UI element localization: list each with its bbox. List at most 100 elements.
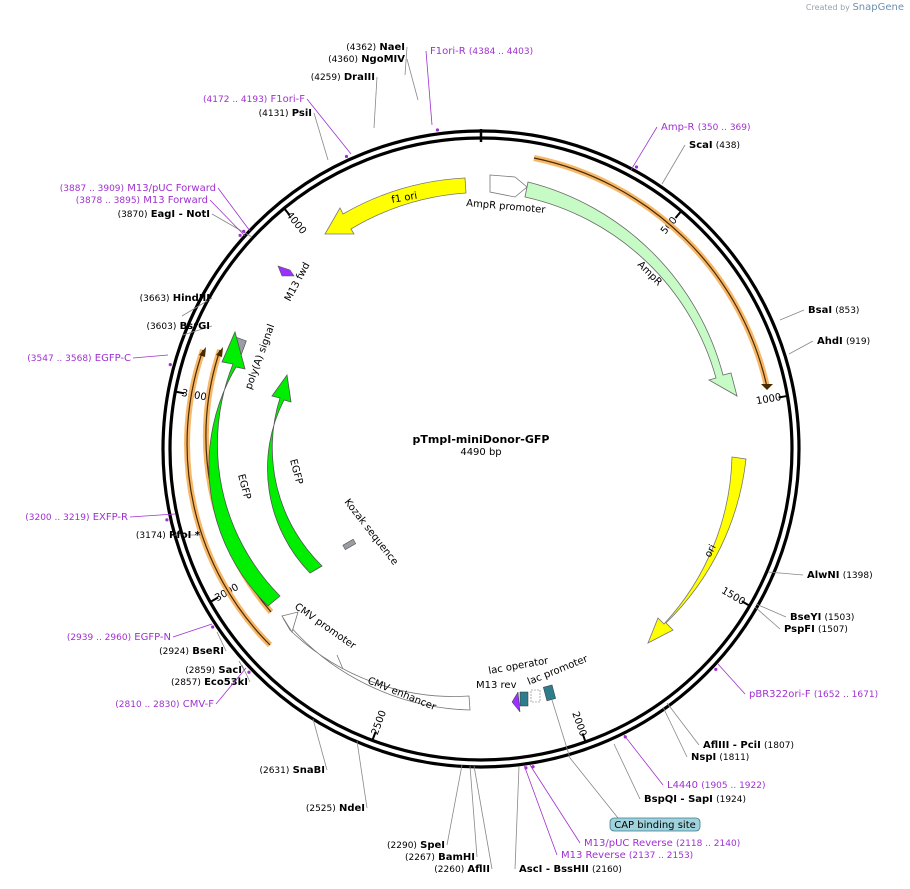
ampr-feature[interactable]	[524, 181, 738, 397]
site-nael: (4362) NaeI	[346, 42, 405, 53]
site-position: (3870)	[118, 210, 148, 220]
site-position: (1503)	[825, 613, 855, 623]
primer-name: L4440	[667, 780, 698, 791]
primer-leader	[529, 764, 581, 844]
site-leader	[356, 740, 368, 809]
site-name: AflIII - PciI	[703, 740, 761, 751]
egfp-primer-arrowhead-inner	[216, 347, 223, 357]
site-position: (2859)	[185, 666, 215, 676]
primer-name: F1ori-R	[430, 46, 466, 57]
lac-promoter-feature[interactable]	[530, 689, 541, 703]
site-name: SpeI	[420, 840, 445, 851]
site-name: ScaI	[689, 140, 713, 151]
primer-f1ori-r: F1ori-R (4384 .. 4403)	[430, 46, 533, 57]
primer-site-mark	[435, 128, 440, 132]
site-leader	[473, 765, 493, 870]
primer-range: (2137 .. 2153)	[629, 851, 693, 861]
site-name: BseRI	[192, 646, 224, 657]
site-ahdi: AhdI (919)	[817, 336, 870, 347]
f1-ori-feature[interactable]	[324, 177, 467, 235]
cmv-enhancer-feature[interactable]	[282, 617, 471, 711]
primer-site-mark	[211, 625, 215, 629]
primer-f1ori-f: (4172 .. 4193) F1ori-F	[203, 94, 305, 105]
primer-range: (3200 .. 3219)	[25, 513, 89, 523]
site-bspqi: BspQI - SapI (1924)	[644, 794, 746, 805]
site-name: PspFI	[784, 624, 815, 635]
cap-site-feature[interactable]	[543, 684, 556, 702]
m13-fwd-feature[interactable]	[277, 265, 295, 277]
m13-rev-feature[interactable]	[511, 691, 521, 713]
primer-m13puc-fwd: (3887 .. 3909) M13/pUC Forward	[60, 183, 216, 194]
primer-name: F1ori-F	[271, 94, 306, 105]
site-position: (4362)	[346, 43, 376, 53]
f1-ori-label: f1 ori	[391, 191, 419, 206]
primer-site-mark	[238, 233, 242, 237]
primer-range: (2939 .. 2960)	[67, 633, 131, 643]
tick-mark	[209, 596, 219, 603]
site-name: HindIII	[173, 293, 210, 304]
amp-r-primer-line	[533, 157, 768, 388]
site-leader	[666, 702, 700, 746]
site-position: (2924)	[159, 647, 189, 657]
site-position: (1924)	[716, 795, 746, 805]
site-position: (2290)	[387, 841, 417, 851]
primer-name: EGFP-N	[134, 632, 171, 643]
ampr-promoter-label: AmpR promoter	[466, 198, 547, 216]
site-leader	[216, 631, 227, 652]
cmv-boundary	[336, 654, 344, 670]
primer-range: (3887 .. 3909)	[60, 184, 124, 194]
site-leader	[182, 325, 213, 336]
ampr-promoter-feature[interactable]	[489, 174, 528, 198]
tick-mark	[371, 731, 377, 741]
kozak-feature[interactable]	[342, 538, 357, 550]
site-name: SnaBI	[293, 765, 325, 776]
primer-labels: F1ori-R (4384 .. 4403) (4172 .. 4193) F1o…	[25, 46, 878, 861]
primer-cmv-f: (2810 .. 2830) CMV-F	[115, 699, 214, 710]
lac-operator-feature[interactable]	[519, 691, 529, 707]
ori-feature[interactable]	[647, 456, 747, 644]
restriction-site-labels: (4362) NaeI(4360) NgoMIV(4259) DraIII(41…	[118, 42, 873, 875]
site-leader	[754, 606, 781, 630]
site-position: (2160)	[592, 865, 622, 875]
site-name: DraIII	[344, 72, 375, 83]
primer-leader	[630, 126, 658, 171]
site-position: (2631)	[259, 766, 289, 776]
primer-name: M13 Forward	[143, 195, 208, 206]
primer-range: (350 .. 369)	[698, 123, 751, 133]
tick-mark	[741, 600, 751, 607]
site-spei: (2290) SpeI	[387, 840, 445, 851]
primer-range: (1905 .. 1922)	[701, 781, 765, 791]
site-leader	[767, 571, 804, 576]
primer-name: CMV-F	[183, 699, 214, 710]
site-name: AscI - BssHII	[519, 864, 589, 875]
primer-name: Amp-R	[661, 122, 695, 133]
site-name: BseYI	[790, 612, 821, 623]
egfp-feature-inner[interactable]	[208, 330, 281, 607]
site-leader	[514, 765, 520, 870]
site-position: (919)	[846, 337, 870, 347]
site-leader	[404, 46, 408, 76]
primer-range: (2118 .. 2140)	[676, 839, 740, 849]
egfp-feature-outer[interactable]	[267, 373, 323, 574]
site-leader	[779, 309, 805, 321]
primer-site-mark	[524, 766, 528, 770]
site-name: NgoMIV	[361, 54, 405, 65]
primer-name: pBR322ori-F	[749, 689, 811, 700]
site-leader	[312, 718, 328, 771]
primer-leader	[217, 187, 251, 232]
site-leader	[313, 112, 329, 161]
site-position: (1807)	[764, 741, 794, 751]
plasmid-name: pTmpI-miniDonor-GFP	[413, 433, 550, 446]
tick-label: 1500	[719, 585, 747, 607]
site-leader	[469, 765, 478, 858]
tick-mark	[674, 210, 683, 219]
egfp-primer-line-outer	[186, 349, 271, 646]
site-leader	[373, 76, 378, 129]
primer-site-mark	[168, 363, 172, 367]
primer-site-mark	[242, 229, 246, 233]
site-leader	[181, 297, 213, 317]
kozak-label: Kozak sequence	[342, 497, 400, 567]
primer-range: (1652 .. 1671)	[814, 690, 878, 700]
site-name: NaeI	[379, 42, 405, 53]
